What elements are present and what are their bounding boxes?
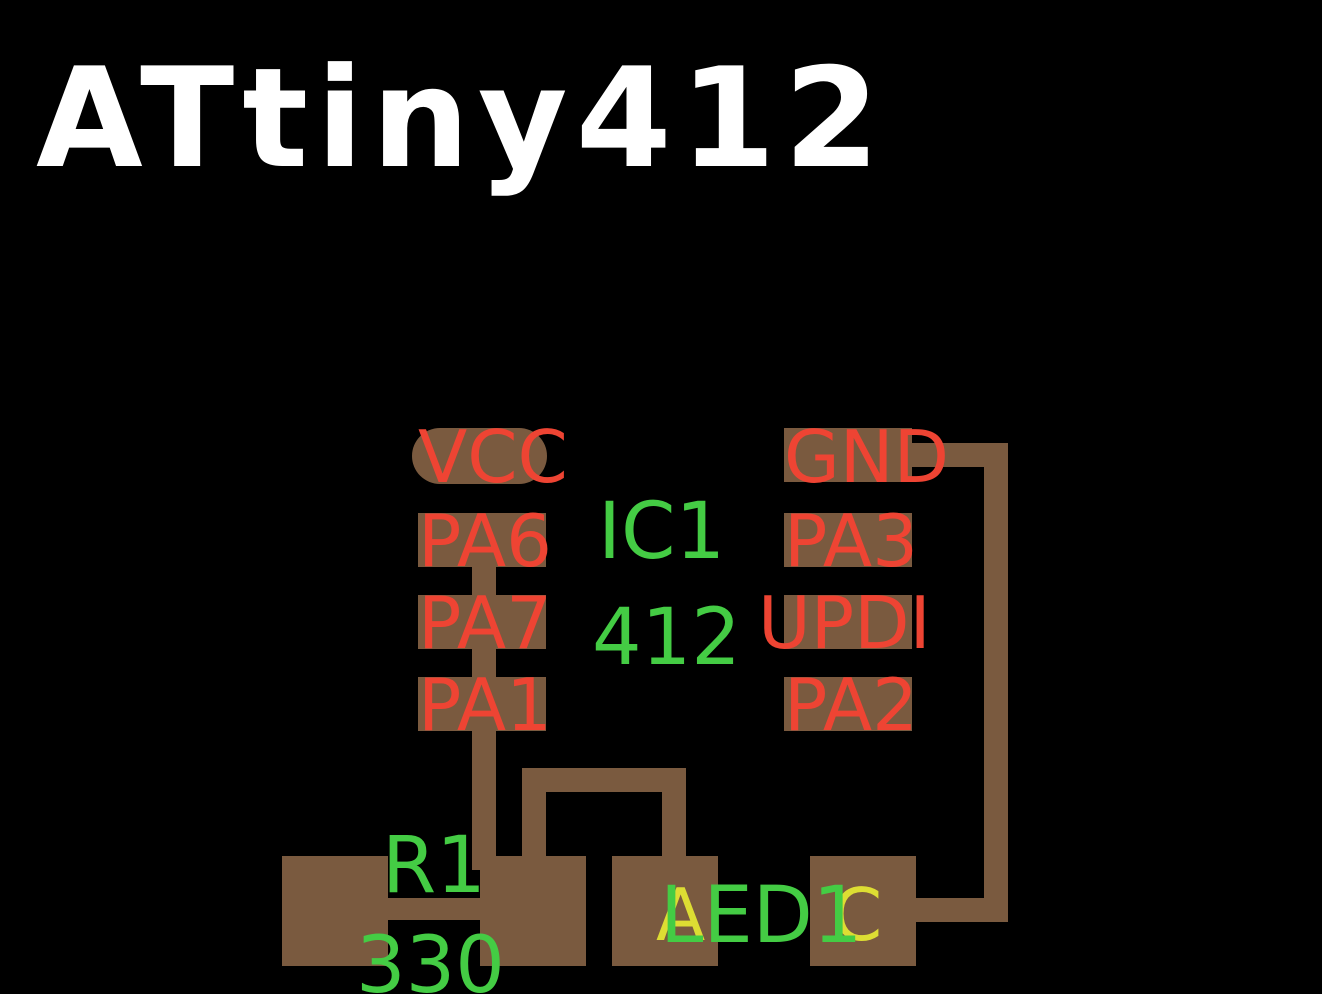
- trace-gnd: [870, 443, 1008, 922]
- pin-label-pa3: PA3: [784, 499, 918, 583]
- pin-label-gnd: GND: [784, 415, 949, 499]
- pad-pa2: [784, 677, 912, 731]
- pin-label-vcc: VCC: [418, 415, 568, 499]
- r1-pad-left: [282, 856, 388, 966]
- pin-label-pa7: PA7: [418, 581, 552, 665]
- pad-pa1: [418, 677, 546, 731]
- pad-pa7: [418, 595, 546, 649]
- ic-pads-left: [412, 428, 547, 731]
- r1-ref-label: R1: [382, 821, 486, 911]
- pad-updi: [784, 595, 912, 649]
- led-pad-cathode: [810, 856, 916, 966]
- led-cathode-mark: C: [832, 873, 882, 957]
- pin-label-pa2: PA2: [784, 663, 918, 747]
- led-pads: [612, 856, 916, 966]
- board-title: ATtiny412: [36, 38, 888, 199]
- ic-ref-label: IC1: [598, 487, 725, 577]
- led-ref-label: LED1: [660, 871, 862, 961]
- pin-label-pa1: PA1: [418, 663, 552, 747]
- ic-pads-right: [784, 428, 912, 731]
- ic-value-label: 412: [592, 593, 741, 683]
- pin-label-pa6: PA6: [418, 499, 552, 583]
- led-pad-anode: [612, 856, 718, 966]
- r1-pads: [282, 856, 586, 966]
- pad-pa6: [418, 513, 546, 567]
- pad-gnd: [784, 428, 912, 482]
- trace-r1-led: [522, 768, 686, 870]
- pin-label-updi: UPDI: [758, 581, 931, 665]
- led-anode-mark: A: [656, 873, 705, 957]
- pad-vcc: [412, 428, 547, 484]
- r1-body: [388, 898, 480, 920]
- r1-value-label: 330: [356, 921, 505, 994]
- ic-pin-labels-left: VCC PA6 PA7 PA1: [418, 415, 568, 747]
- ic-pin-labels-right: GND PA3 UPDI PA2: [758, 415, 949, 747]
- pad-pa3: [784, 513, 912, 567]
- r1-pad-right: [480, 856, 586, 966]
